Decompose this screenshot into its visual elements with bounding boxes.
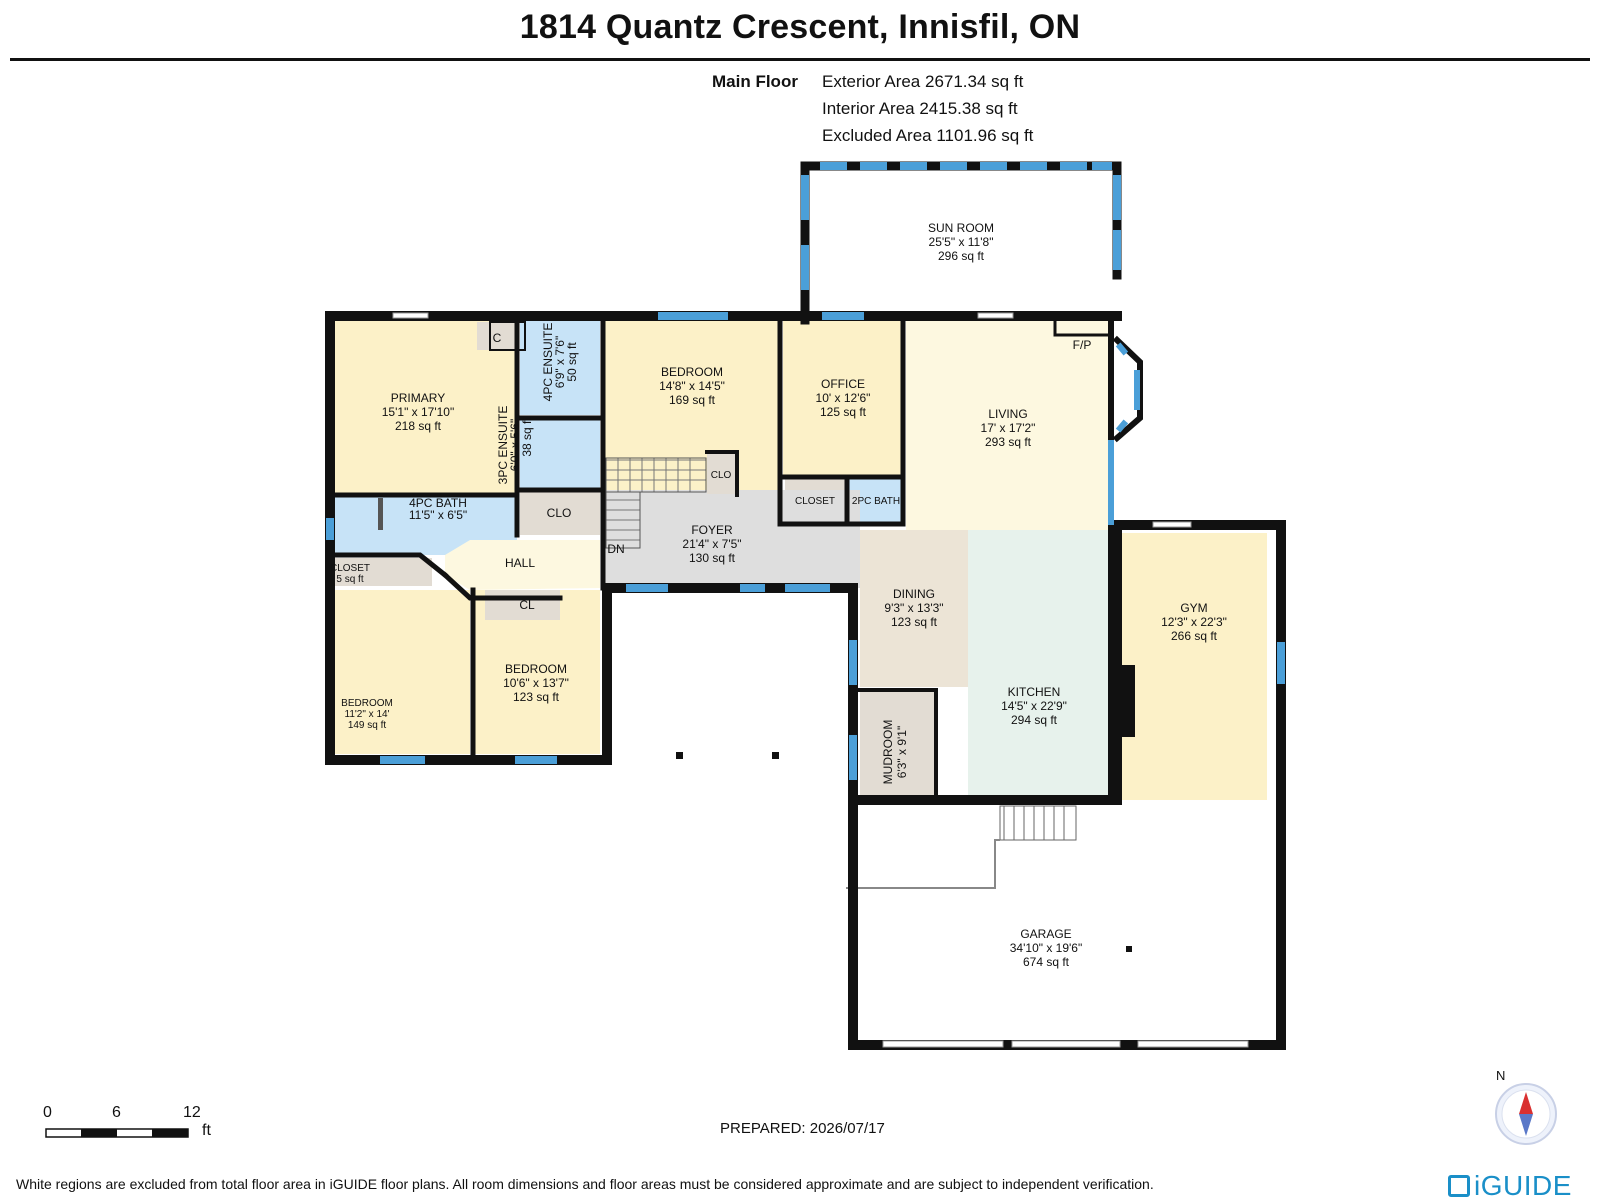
kitchen-fill [968,530,1111,800]
primary-dims: 15'1" x 17'10" [382,405,455,419]
clo-hall-name: CLO [547,506,572,520]
compass-north-label: N [1496,1068,1506,1083]
stairs [605,457,1077,889]
window-panes [392,312,1249,1048]
room-fills [330,320,1267,800]
scale-tick-6: 6 [112,1104,121,1121]
bedroom-top-dims: 14'8" x 14'5" [659,379,725,393]
posts [676,752,1132,952]
bedroom-mid-area: 123 sq ft [513,690,560,704]
scale-unit: ft [202,1122,211,1139]
scale-tick-12: 12 [183,1104,201,1121]
mudroom-name: MUDROOM [881,720,895,785]
sun-room-area: 296 sq ft [938,249,985,263]
bedroom-top-name: BEDROOM [661,365,723,379]
brand-name: iGUIDE [1474,1170,1572,1201]
bedroom-mid-name: BEDROOM [505,662,567,676]
hall-fill [445,540,600,590]
cl-fill [485,590,560,620]
ensuite-4pc-fill [520,320,600,415]
exterior-area: Exterior Area 2671.34 sq ft [822,72,1024,91]
stairs-dn: DN [607,542,624,556]
ensuite-3pc-fill [520,418,600,488]
foyer-dims: 21'4" x 7'5" [682,537,741,551]
primary-name: PRIMARY [391,391,445,405]
bedroom-left-name: BEDROOM [341,698,393,709]
ensuite-3pc-name: 3PC ENSUITE [496,406,510,485]
office-fill [783,320,903,475]
foyer-fill [603,490,860,588]
iguide-icon [1448,1175,1470,1197]
dining-fill [860,530,968,687]
bedroom-left-area: 149 sq ft [348,720,387,731]
closet-left-name: CLOSET [330,563,370,574]
office-name: OFFICE [821,377,865,391]
ensuite-3pc-dims: 6'0" x 5'6" [508,419,522,471]
excluded-area: Excluded Area 1101.96 sq ft [822,126,1034,145]
dining-name: DINING [893,587,935,601]
garage-name: GARAGE [1020,927,1071,941]
gym-name: GYM [1180,601,1207,615]
bath-4pc-name: 4PC BATH [409,496,467,510]
bath-2pc-name: 2PC BATH [852,496,900,507]
living-name: LIVING [988,407,1027,421]
closet-c-name: C [493,331,502,345]
bedroom-top-fill [603,320,780,490]
disclaimer: White regions are excluded from total fl… [16,1176,1154,1192]
ensuite-4pc-dims: 6'9" x 7'6" [553,336,567,388]
bedroom-mid-dims: 10'6" x 13'7" [503,676,569,690]
clo-hall-fill [520,490,600,535]
primary-area: 218 sq ft [395,419,442,433]
ensuite-3pc-area: 38 sq ft [520,417,534,457]
hall-name: HALL [505,556,535,570]
living-fill [906,320,1111,530]
room-labels: SUN ROOM 25'5" x 11'8" 296 sq ft PRIMARY… [330,221,1227,969]
foyer-area: 130 sq ft [689,551,736,565]
page-title: 1814 Quantz Crescent, Innisfil, ON [519,8,1081,46]
sun-room-dims: 25'5" x 11'8" [929,235,994,249]
bedroom-left-fill [330,590,470,754]
interior-area: Interior Area 2415.38 sq ft [822,99,1018,118]
garage-dims: 34'10" x 19'6" [1010,941,1083,955]
office-area: 125 sq ft [820,405,867,419]
garage-area: 674 sq ft [1023,955,1070,969]
living-dims: 17' x 17'2" [981,421,1036,435]
bedroom-left-dims: 11'2" x 14' [345,709,390,720]
title-divider [10,58,1590,61]
fireplace-name: F/P [1073,338,1092,352]
windows [326,162,1285,780]
office-dims: 10' x 12'6" [816,391,871,405]
ensuite-4pc-name: 4PC ENSUITE [541,323,555,402]
gym-area: 266 sq ft [1171,629,1218,643]
ensuite-4pc-area: 50 sq ft [565,342,579,382]
cl-name: CL [519,598,535,612]
dining-area: 123 sq ft [891,615,938,629]
compass-icon [1495,1083,1557,1145]
closet-office-name: CLOSET [795,496,835,507]
mudroom-dims: 6'3" x 9'1" [895,726,909,778]
kitchen-name: KITCHEN [1008,685,1061,699]
closet-left-fill [332,558,432,586]
closet-left-area: 5 sq ft [336,574,363,585]
living-area: 293 sq ft [985,435,1032,449]
clo-bed-name: CLO [711,470,732,481]
scale-tick-0: 0 [43,1104,52,1121]
dining-dims: 9'3" x 13'3" [884,601,943,615]
bath-4pc-dims: 11'5" x 6'5" [409,508,467,522]
bedroom-top-area: 169 sq ft [669,393,716,407]
gym-dims: 12'3" x 22'3" [1161,615,1227,629]
kitchen-dims: 14'5" x 22'9" [1001,699,1067,713]
sun-room-name: SUN ROOM [928,221,994,235]
mudroom-fill [860,690,936,800]
prepared-date: PREPARED: 2026/07/17 [720,1120,885,1137]
closet-c-fill [477,322,517,350]
scale-bar [45,1128,189,1138]
floor-label: Main Floor [712,72,798,91]
clo-bed-fill [707,452,735,494]
kitchen-area: 294 sq ft [1011,713,1058,727]
brand-logo: iGUIDE [1448,1170,1572,1202]
foyer-name: FOYER [691,523,733,537]
gym-fill [1122,533,1267,800]
